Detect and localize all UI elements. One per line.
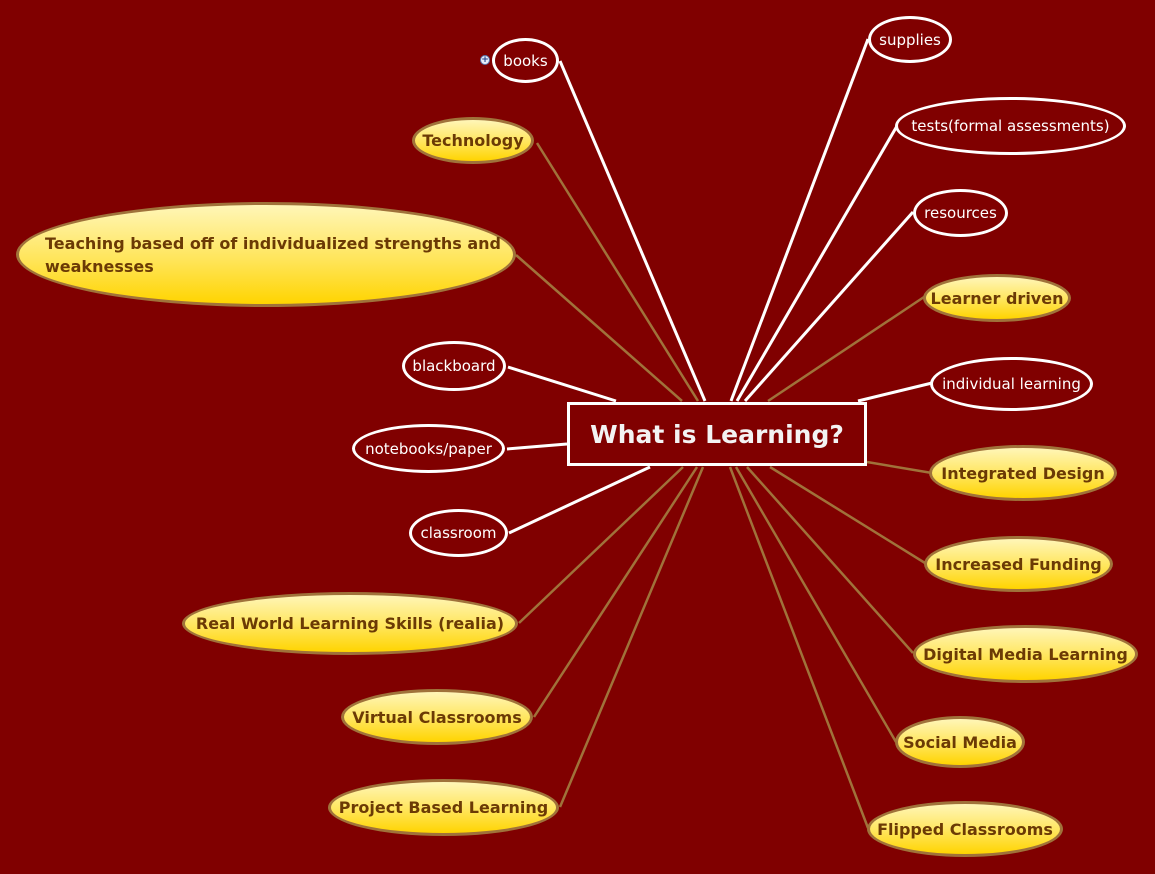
link-tests — [735, 125, 899, 402]
node-real-world[interactable]: Real World Learning Skills (realia) — [182, 592, 518, 655]
link-learner-driven — [767, 295, 925, 403]
node-technology[interactable]: Technology — [412, 117, 534, 164]
link-books — [558, 60, 707, 402]
node-virtual[interactable]: Virtual Classrooms — [341, 689, 533, 745]
node-tests[interactable]: tests(formal assessments) — [895, 97, 1126, 155]
node-social-media[interactable]: Social Media — [895, 716, 1025, 768]
node-supplies[interactable]: supplies — [868, 16, 952, 63]
link-integrated-design — [866, 460, 933, 475]
node-flipped[interactable]: Flipped Classrooms — [867, 801, 1063, 857]
node-label: Integrated Design — [941, 463, 1105, 483]
node-label: Social Media — [903, 732, 1017, 752]
node-label: resources — [924, 204, 997, 222]
link-supplies — [729, 38, 870, 402]
node-label: Flipped Classrooms — [877, 819, 1053, 839]
node-label: blackboard — [412, 357, 496, 375]
link-individual-learning — [857, 381, 933, 403]
node-books[interactable]: books — [492, 38, 559, 83]
node-digital-media[interactable]: Digital Media Learning — [913, 625, 1138, 683]
link-project-based — [558, 466, 705, 808]
node-learner-driven[interactable]: Learner driven — [923, 274, 1071, 322]
link-real-world — [518, 466, 684, 624]
node-classroom[interactable]: classroom — [409, 509, 508, 557]
node-label: Virtual Classrooms — [352, 707, 522, 727]
node-project-based[interactable]: Project Based Learning — [328, 779, 559, 836]
node-label: notebooks/paper — [365, 439, 492, 458]
node-label: books — [503, 51, 548, 70]
node-label: Increased Funding — [935, 554, 1102, 574]
node-integrated-design[interactable]: Integrated Design — [929, 445, 1117, 501]
node-label: Teaching based off of individualized str… — [45, 233, 501, 276]
link-flipped — [728, 466, 870, 829]
node-increased-funding[interactable]: Increased Funding — [924, 536, 1113, 592]
central-topic[interactable]: What is Learning? — [567, 402, 867, 466]
central-topic-label: What is Learning? — [590, 419, 844, 449]
link-blackboard — [507, 365, 617, 403]
node-label: tests(formal assessments) — [911, 117, 1110, 135]
link-classroom — [508, 465, 651, 535]
node-label: Real World Learning Skills (realia) — [195, 614, 505, 633]
node-label: Learner driven — [930, 288, 1064, 308]
node-blackboard[interactable]: blackboard — [402, 341, 506, 391]
node-label: individual learning — [942, 375, 1081, 393]
node-teaching[interactable]: Teaching based off of individualized str… — [16, 202, 516, 307]
node-notebooks[interactable]: notebooks/paper — [352, 424, 505, 473]
link-teaching — [515, 254, 683, 402]
expand-icon[interactable]: + — [480, 55, 490, 65]
node-label: Project Based Learning — [338, 798, 549, 817]
node-label: classroom — [420, 524, 497, 542]
link-technology — [535, 142, 700, 402]
node-label: Technology — [422, 131, 524, 150]
node-label: supplies — [879, 30, 941, 49]
link-social-media — [734, 466, 898, 743]
link-digital-media — [746, 466, 914, 654]
node-label: Digital Media Learning — [923, 644, 1128, 664]
node-resources[interactable]: resources — [913, 189, 1008, 237]
node-individual-learning[interactable]: individual learning — [930, 357, 1093, 411]
link-notebooks — [506, 442, 568, 451]
link-increased-funding — [769, 465, 926, 565]
link-resources — [743, 211, 915, 402]
link-virtual — [532, 466, 699, 718]
